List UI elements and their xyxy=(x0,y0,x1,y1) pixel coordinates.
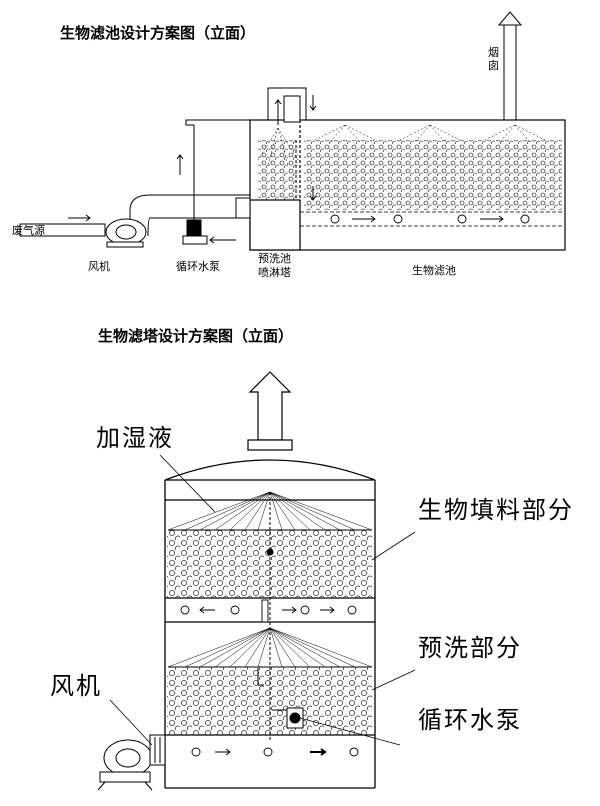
bio-filler-label: 生物填料部分 xyxy=(418,496,574,524)
biofilter-diagram xyxy=(19,11,566,251)
diagram1-title: 生物滤池设计方案图（立面） xyxy=(60,24,256,42)
circulation-pump-label-1: 循环水泵 xyxy=(176,260,220,273)
prewash-label-line1: 预洗池 xyxy=(258,252,291,265)
prewash-section-label: 预洗部分 xyxy=(418,634,522,662)
mid-air-distribution xyxy=(180,599,357,623)
circulation-pipe xyxy=(176,87,317,220)
fan-unit-1 xyxy=(105,218,147,248)
tower-body xyxy=(164,459,376,789)
packing-upper xyxy=(167,530,373,598)
tower-fan xyxy=(97,734,166,791)
spray-nozzles xyxy=(257,124,546,166)
tower-circulation-pipe xyxy=(257,492,304,740)
fan-label-2: 风机 xyxy=(50,672,102,700)
fan-label-1: 风机 xyxy=(88,260,110,273)
leader-lines xyxy=(109,454,416,746)
spray-fan-lower xyxy=(167,627,373,668)
humidifying-liquid-label: 加湿液 xyxy=(96,424,174,452)
air-distributors xyxy=(330,214,530,224)
diagram2-title: 生物滤塔设计方案图（立面） xyxy=(98,327,294,345)
spray-fan-upper xyxy=(167,491,373,531)
air-duct xyxy=(19,194,251,237)
chimney-label: 烟囱 xyxy=(488,46,499,72)
packing-lower xyxy=(167,667,373,735)
bottom-air-distribution xyxy=(191,747,359,757)
pump-unit-1 xyxy=(182,219,236,245)
prewash-label-line2: 喷淋塔 xyxy=(258,266,291,279)
waste-gas-source-label: 废气源 xyxy=(12,224,45,237)
chimney xyxy=(497,11,523,121)
biofilter-tank xyxy=(249,119,566,251)
circulation-pump-label-2: 循环水泵 xyxy=(418,706,522,734)
tower-outlet xyxy=(247,371,293,451)
biofilter-label: 生物滤池 xyxy=(412,264,456,277)
